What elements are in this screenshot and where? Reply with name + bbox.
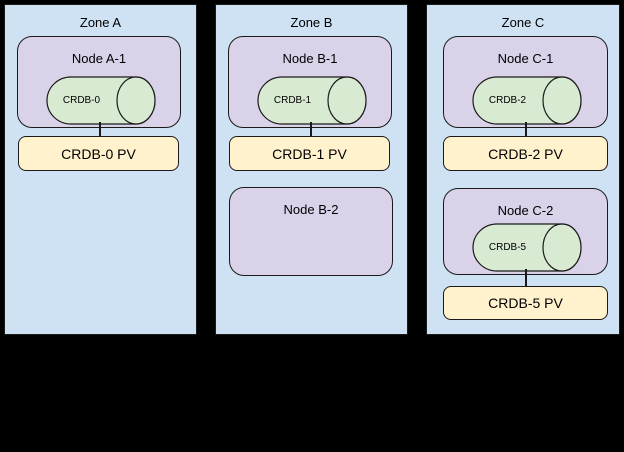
database-cylinder-icon: [472, 76, 582, 125]
node-c-2: Node C-2 CRDB-5: [443, 188, 608, 275]
crdb-1-label: CRDB-1: [273, 95, 312, 106]
node-b-1-label: Node B-1: [282, 51, 338, 66]
node-c-2-label: Node C-2: [497, 203, 554, 218]
crdb-0-pv: CRDB-0 PV: [18, 136, 179, 171]
zone-b: Zone B Node B-1 CRDB-1 CRDB-1 PV Node B-…: [215, 4, 408, 335]
crdb-5-pv: CRDB-5 PV: [443, 286, 608, 320]
node-b-2-label: Node B-2: [283, 202, 339, 217]
crdb-2-label: CRDB-2: [488, 95, 527, 106]
crdb-1-pv: CRDB-1 PV: [229, 136, 390, 171]
node-b-2: Node B-2: [229, 187, 393, 276]
node-c-1-label: Node C-1: [497, 51, 554, 66]
connector-line: [525, 122, 527, 137]
crdb-0-pv-label: CRDB-0 PV: [61, 145, 136, 162]
connector-line: [99, 122, 101, 137]
crdb-1-pod: CRDB-1: [257, 76, 367, 125]
crdb-5-pod: CRDB-5: [472, 223, 582, 272]
database-cylinder-icon: [257, 76, 367, 125]
crdb-0-pod: CRDB-0: [46, 76, 156, 125]
crdb-2-pv: CRDB-2 PV: [443, 136, 608, 171]
connector-line: [525, 269, 527, 287]
zone-a: Zone A Node A-1 CRDB-0 CRDB-0 PV: [4, 4, 197, 335]
zone-c: Zone C Node C-1 CRDB-2 CRDB-2 PV Node C-…: [426, 4, 620, 335]
node-b-1: Node B-1 CRDB-1: [228, 36, 392, 128]
crdb-0-label: CRDB-0: [62, 95, 101, 106]
zone-c-label: Zone C: [501, 15, 545, 30]
crdb-2-pod: CRDB-2: [472, 76, 582, 125]
crdb-5-label: CRDB-5: [488, 242, 527, 253]
connector-line: [310, 122, 312, 137]
database-cylinder-icon: [46, 76, 156, 125]
node-a-1-label: Node A-1: [71, 51, 127, 66]
zone-a-label: Zone A: [79, 15, 122, 30]
crdb-2-pv-label: CRDB-2 PV: [488, 145, 563, 162]
database-cylinder-icon: [472, 223, 582, 272]
crdb-5-pv-label: CRDB-5 PV: [488, 295, 563, 311]
node-a-1: Node A-1 CRDB-0: [17, 36, 181, 128]
node-c-1: Node C-1 CRDB-2: [443, 36, 608, 128]
zone-b-label: Zone B: [290, 15, 333, 30]
crdb-1-pv-label: CRDB-1 PV: [272, 145, 347, 162]
